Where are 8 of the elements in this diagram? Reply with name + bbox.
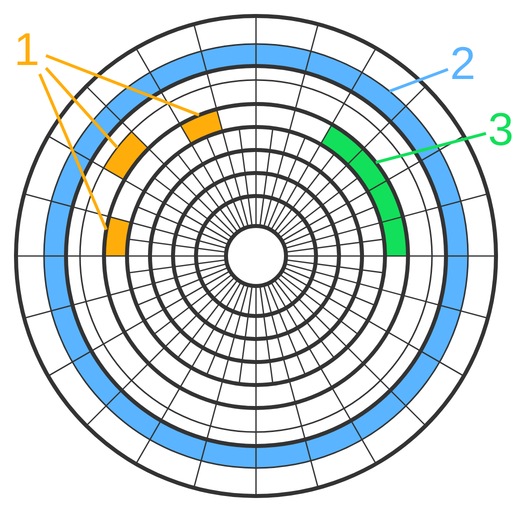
leader-line	[388, 68, 449, 93]
leader-line	[375, 132, 486, 164]
callout-number: 2	[450, 40, 476, 86]
callout-number: 3	[488, 106, 514, 152]
leader-line	[45, 54, 200, 116]
leader-line	[44, 66, 118, 149]
leader-line	[38, 73, 108, 230]
callout-number: 1	[14, 26, 40, 72]
